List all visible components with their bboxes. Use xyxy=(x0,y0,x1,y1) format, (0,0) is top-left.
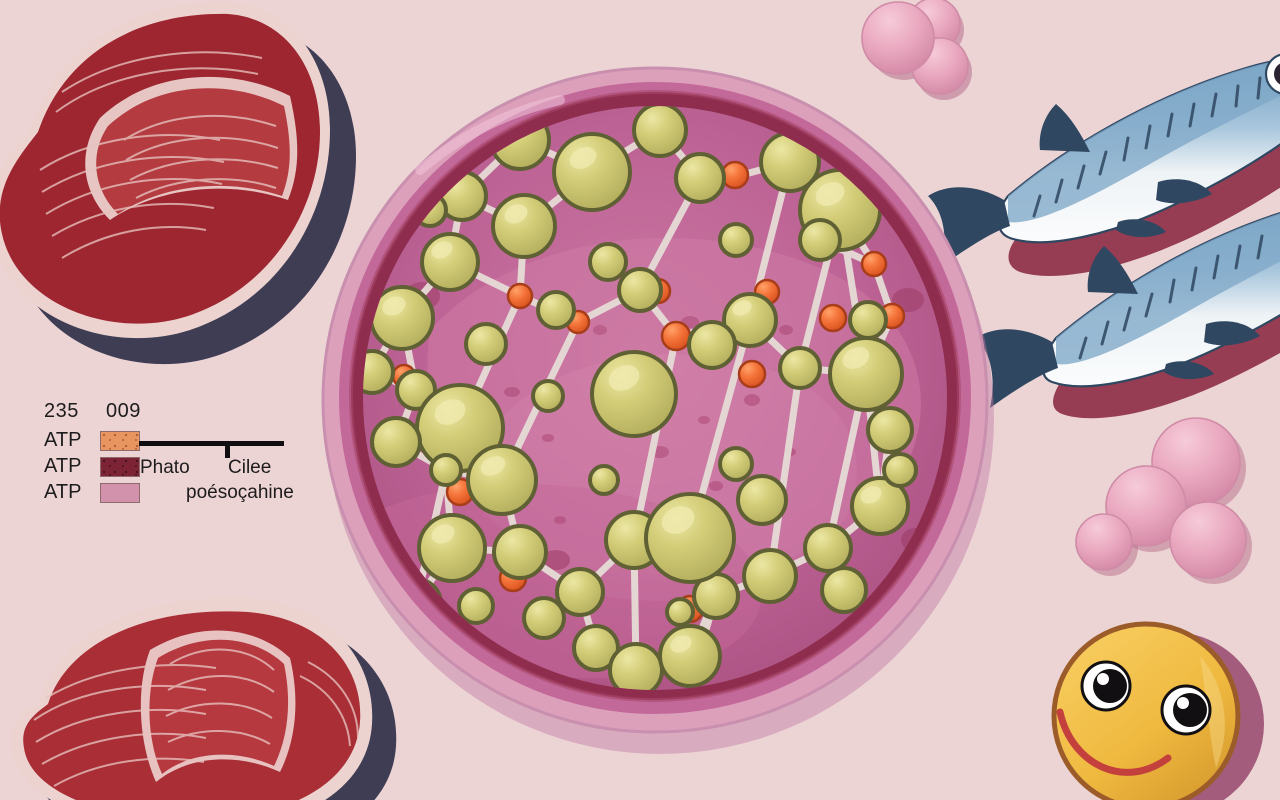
scale-bar-tick xyxy=(225,445,230,458)
caption-right: Cilee xyxy=(228,457,272,478)
legend-swatch xyxy=(100,483,140,503)
smiley-mouth xyxy=(1056,708,1172,776)
molecule-network xyxy=(363,106,918,690)
legend-number-second: 009 xyxy=(106,400,141,422)
steak-top-left xyxy=(0,1,356,365)
petri-dish xyxy=(321,66,994,754)
legend: 235 009 ATP ATP ATP xyxy=(44,400,294,515)
smiley-eye-right xyxy=(1160,684,1212,736)
accent-nodes xyxy=(391,160,906,624)
scale-bar xyxy=(139,441,284,458)
pink-cluster-top-right xyxy=(861,0,972,100)
fish-upper xyxy=(928,53,1280,276)
legend-number-first: 235 xyxy=(44,400,79,422)
fish-lower xyxy=(976,212,1280,419)
pink-cluster-bottom-right xyxy=(1075,417,1252,584)
legend-numbers: 235 009 xyxy=(44,400,294,424)
legend-swatch xyxy=(100,457,140,477)
steak-bottom-left xyxy=(10,597,397,800)
legend-row-label: ATP xyxy=(44,429,82,451)
legend-row-label: ATP xyxy=(44,455,82,477)
caption-sub: poésoçahine xyxy=(186,482,294,503)
caption-left: Phato xyxy=(140,457,190,478)
smiley-sphere xyxy=(1051,621,1264,800)
legend-row-label: ATP xyxy=(44,481,82,503)
fish-tail xyxy=(976,329,1058,408)
legend-swatch xyxy=(100,431,140,451)
scale-bar-rule xyxy=(139,441,284,446)
smiley-eye-left xyxy=(1080,660,1132,712)
